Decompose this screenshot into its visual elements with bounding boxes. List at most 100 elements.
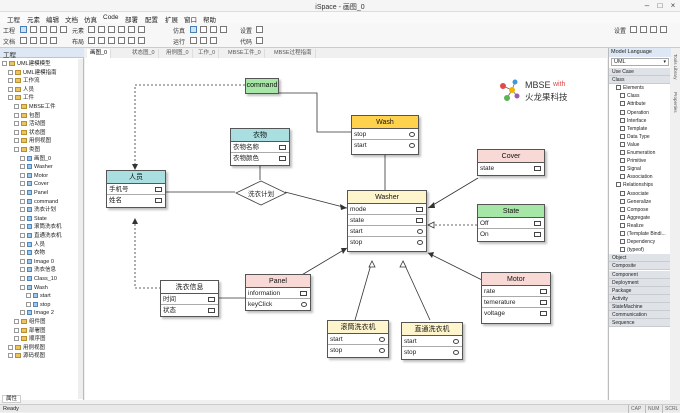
expand-toggle-icon[interactable]	[8, 86, 13, 92]
sim-play-icon[interactable]	[190, 26, 197, 33]
side-tab-tools[interactable]: Tools Library	[673, 54, 678, 80]
help-icon[interactable]	[630, 26, 637, 33]
palette-item[interactable]: Data Type	[609, 133, 670, 141]
tree-item[interactable]: 直通洗衣机	[20, 232, 62, 240]
tree-item[interactable]: 人员	[20, 241, 45, 249]
palette-item[interactable]: (typeof)	[609, 246, 670, 254]
expand-toggle-icon[interactable]	[26, 293, 31, 299]
tree-item[interactable]: Image 0	[20, 258, 54, 266]
class-command[interactable]: command	[245, 78, 279, 94]
expand-toggle-icon[interactable]	[14, 319, 19, 324]
motor-attr-temperature[interactable]: temerature	[482, 297, 550, 308]
palette-category[interactable]: StateMachine	[609, 302, 670, 311]
tree-item[interactable]: 部署图	[14, 327, 46, 335]
tab-state-diagram[interactable]: 状态图_0	[129, 49, 159, 58]
expand-toggle-icon[interactable]	[20, 198, 25, 204]
tree-item[interactable]: 用例视图	[14, 137, 51, 145]
expand-toggle-icon[interactable]	[14, 336, 19, 342]
palette-item[interactable]: Associate	[609, 190, 670, 198]
tree-item[interactable]: 人员	[8, 86, 34, 94]
save-all-icon[interactable]	[50, 26, 57, 33]
doc-save-icon[interactable]	[40, 37, 47, 44]
panel-op-keyclick[interactable]: keyClick	[246, 299, 310, 310]
tab-mbse-guide[interactable]: MBSE过程指南	[271, 49, 316, 58]
align-right-icon[interactable]	[108, 37, 115, 44]
copy-icon[interactable]	[98, 26, 105, 33]
expand-toggle-icon[interactable]	[8, 344, 13, 350]
side-tab-properties[interactable]: Properties	[673, 92, 678, 113]
open-icon[interactable]	[30, 26, 37, 33]
build-icon[interactable]	[210, 37, 217, 44]
clothes-attr-color[interactable]: 衣物颜色	[231, 153, 289, 164]
person-attr-name[interactable]: 姓名	[107, 195, 165, 206]
state-attr-off[interactable]: Off	[478, 218, 544, 229]
palette-category[interactable]: Component	[609, 270, 670, 279]
cut-icon[interactable]	[88, 26, 95, 33]
expand-toggle-icon[interactable]	[20, 215, 25, 221]
palette-item[interactable]: Template	[609, 125, 670, 133]
expand-toggle-icon[interactable]	[20, 241, 25, 247]
expand-toggle-icon[interactable]	[20, 190, 25, 195]
tree-item[interactable]: 用例视图	[8, 344, 45, 352]
new-icon[interactable]	[20, 26, 27, 33]
tree-item[interactable]: UML建模指南	[8, 69, 57, 77]
tree-item[interactable]: stop	[26, 301, 50, 309]
save-icon[interactable]	[40, 26, 47, 33]
class-cover[interactable]: Cover state	[477, 149, 545, 176]
properties-tab[interactable]: 属性	[2, 395, 22, 403]
tree-scrollbar[interactable]	[78, 59, 83, 399]
tree-item[interactable]: 工作流	[8, 77, 40, 85]
tree-item[interactable]: 洗衣信息	[20, 266, 56, 274]
class-wash[interactable]: Wash stop start	[351, 115, 419, 155]
direct-op-stop[interactable]: stop	[402, 347, 462, 358]
expand-toggle-icon[interactable]	[14, 138, 19, 144]
class-drum-washer[interactable]: 滚筒洗衣机 start stop	[327, 320, 389, 358]
wash-op-stop[interactable]: stop	[352, 129, 418, 140]
palette-category[interactable]: Communication	[609, 311, 670, 319]
sim-pause-icon[interactable]	[200, 26, 207, 33]
delete-icon[interactable]	[118, 26, 125, 33]
tree-item[interactable]: 工件	[8, 94, 34, 102]
tree-item[interactable]: Class_10	[20, 275, 57, 283]
palette-category[interactable]: Composite	[609, 262, 670, 271]
tab-mbse-artifact[interactable]: MBSE工件_0	[225, 49, 265, 58]
expand-toggle-icon[interactable]	[20, 284, 25, 290]
tree-item[interactable]: 类图	[14, 146, 40, 154]
panel-attr-information[interactable]: information	[246, 288, 310, 299]
menu-simulation[interactable]: 仿真	[84, 17, 97, 24]
palette-item[interactable]: Generalize	[609, 198, 670, 206]
motor-attr-voltage[interactable]: voltage	[482, 308, 550, 319]
palette-item[interactable]: Relationships	[609, 181, 670, 189]
expand-toggle-icon[interactable]	[8, 353, 13, 359]
motor-attr-rate[interactable]: rate	[482, 286, 550, 297]
menu-deploy[interactable]: 部署	[125, 17, 138, 24]
palette-category[interactable]: Sequence	[609, 319, 670, 328]
diagram-canvas[interactable]: command Wash stop start 衣物 衣物名称 衣物颜色 人员 …	[85, 58, 607, 400]
washer-attr-mode[interactable]: mode	[348, 204, 426, 215]
washer-attr-state[interactable]: state	[348, 215, 426, 226]
expand-toggle-icon[interactable]	[14, 129, 19, 135]
menu-edit[interactable]: 编辑	[46, 17, 59, 24]
doc-open-icon[interactable]	[30, 37, 37, 44]
tree-item[interactable]: 组件图	[14, 318, 46, 326]
expand-toggle-icon[interactable]	[20, 267, 25, 273]
expand-toggle-icon[interactable]	[8, 78, 13, 84]
palette-item[interactable]: Compose	[609, 206, 670, 214]
palette-category[interactable]: Deployment	[609, 278, 670, 287]
cover-attr-state[interactable]: state	[478, 163, 544, 174]
close-project-icon[interactable]	[60, 26, 67, 33]
maximize-icon[interactable]: □	[657, 1, 663, 10]
tree-item[interactable]: 洗衣计划	[20, 206, 56, 214]
drum-op-stop[interactable]: stop	[328, 345, 388, 356]
tree-item[interactable]: Image 2	[20, 309, 54, 317]
expand-toggle-icon[interactable]	[20, 164, 25, 170]
expand-toggle-icon[interactable]	[20, 172, 25, 178]
tree-item[interactable]: 顺序图	[14, 335, 46, 343]
palette-item[interactable]: Class	[609, 92, 670, 100]
tree-item[interactable]: 衣物	[20, 249, 45, 257]
palette-item[interactable]: (Template Bindi...	[609, 230, 670, 238]
palette-category[interactable]: Activity	[609, 294, 670, 303]
state-attr-on[interactable]: On	[478, 229, 544, 240]
wash-op-start[interactable]: start	[352, 140, 418, 151]
palette-item[interactable]: Association	[609, 173, 670, 181]
